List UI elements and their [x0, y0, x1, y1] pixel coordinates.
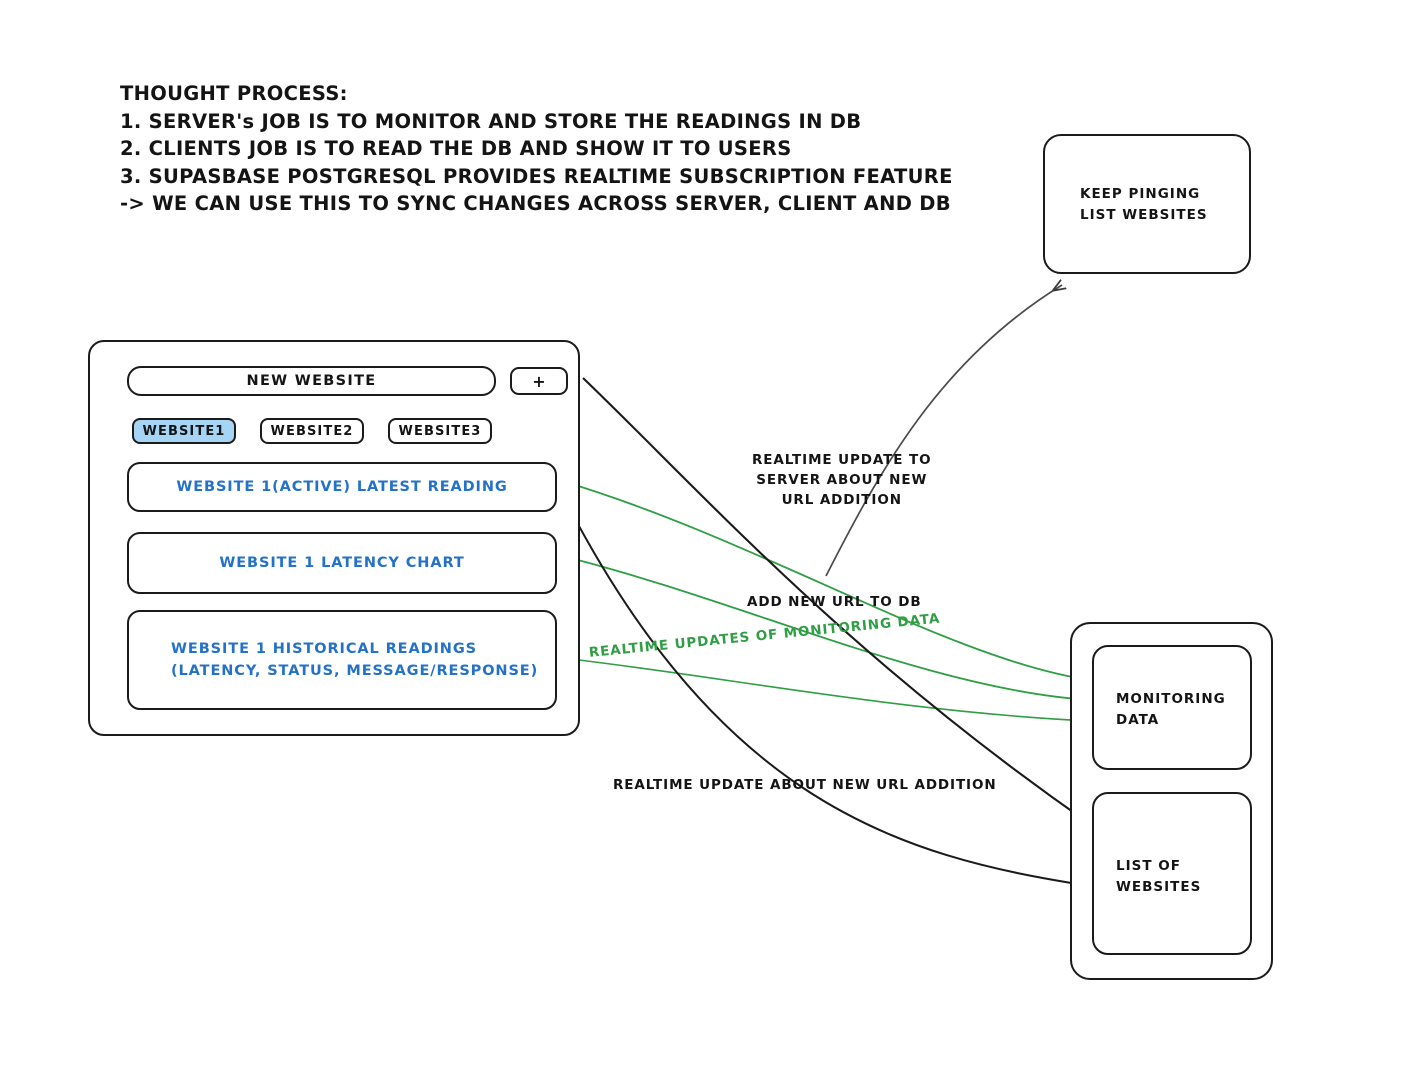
arrow-label-realtime-update-server: REALTIME UPDATE TO SERVER ABOUT NEW URL …	[752, 452, 932, 508]
db-monitoring-data-table: MONITORING DATA	[1092, 645, 1252, 770]
db-list-of-websites-label: LIST OF WEBSITES	[1116, 858, 1202, 895]
add-website-button[interactable]: +	[510, 367, 568, 395]
panel-latency-chart[interactable]: WEBSITE 1 LATENCY CHART	[127, 532, 557, 594]
client-app-window: NEW WEBSITE + WEBSITE1 WEBSITE2 WEBSITE3…	[88, 340, 580, 736]
notes-line-2: 2. CLIENTS JOB IS TO READ THE DB AND SHO…	[120, 137, 792, 160]
thought-process-notes: THOUGHT PROCESS: 1. SERVER's JOB IS TO M…	[120, 80, 953, 218]
db-list-of-websites-table: LIST OF WEBSITES	[1092, 792, 1252, 955]
panel-historical-readings[interactable]: WEBSITE 1 HISTORICAL READINGS (LATENCY, …	[127, 610, 557, 710]
notes-line-1: 1. SERVER's JOB IS TO MONITOR AND STORE …	[120, 109, 862, 133]
panel-historical-readings-label: WEBSITE 1 HISTORICAL READINGS (LATENCY, …	[171, 641, 539, 679]
panel-latency-chart-label: WEBSITE 1 LATENCY CHART	[219, 555, 465, 571]
server-box: KEEP PINGING LIST WEBSITES	[1043, 134, 1251, 274]
tab-website2[interactable]: WEBSITE2	[260, 418, 364, 444]
notes-line-4: -> WE CAN USE THIS TO SYNC CHANGES ACROS…	[120, 192, 951, 215]
arrow-label-add-new-url-to-db: ADD NEW URL TO DB	[747, 594, 922, 610]
db-monitoring-data-label: MONITORING DATA	[1116, 691, 1226, 728]
new-website-input[interactable]: NEW WEBSITE	[127, 366, 496, 396]
panel-latest-reading-label: WEBSITE 1(ACTIVE) LATEST READING	[176, 479, 508, 495]
arrow-label-realtime-updates-monitoring: REALTIME UPDATES OF MONITORING DATA	[588, 610, 941, 661]
notes-title: THOUGHT PROCESS:	[120, 82, 348, 105]
arrow-label-realtime-update-new-url: REALTIME UPDATE ABOUT NEW URL ADDITION	[613, 777, 997, 793]
notes-line-3: 3. SUPASBASE POSTGRESQL PROVIDES REALTIM…	[120, 164, 953, 188]
database-container: MONITORING DATA LIST OF WEBSITES	[1070, 622, 1273, 980]
tab-website3[interactable]: WEBSITE3	[388, 418, 492, 444]
panel-latest-reading[interactable]: WEBSITE 1(ACTIVE) LATEST READING	[127, 462, 557, 512]
server-box-label: KEEP PINGING LIST WEBSITES	[1080, 186, 1208, 223]
tab-website1[interactable]: WEBSITE1	[132, 418, 236, 444]
